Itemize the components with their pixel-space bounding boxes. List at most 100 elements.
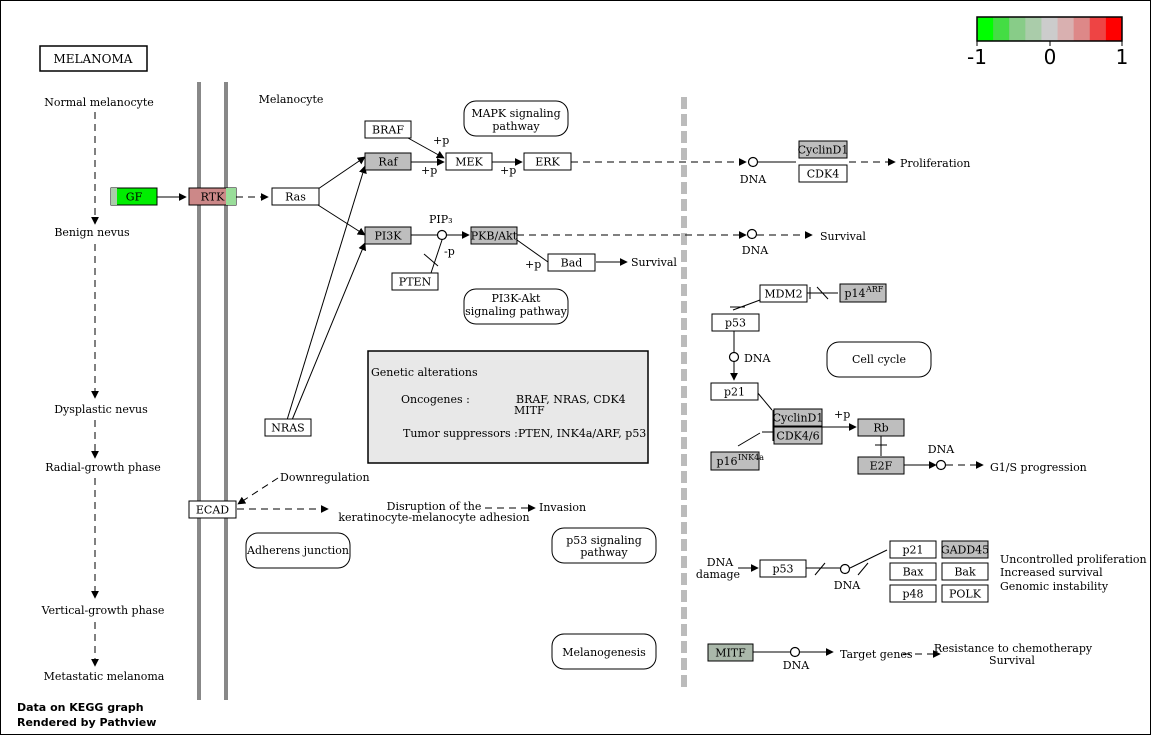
gene-node-p53_dmg[interactable]: p53 [759, 559, 807, 578]
gene-node-box [547, 253, 596, 272]
gene-label: ERK [535, 156, 560, 169]
gene-node-gf[interactable]: GF [110, 187, 158, 206]
gene-node-raf[interactable]: Raf [364, 152, 412, 171]
melanogenesis-pathway-link[interactable]: Melanogenesis [551, 633, 657, 670]
gene-node-cyclind1_cc[interactable]: CyclinD1 [773, 408, 824, 427]
gene-label: RTK [201, 191, 225, 204]
gene-node-p21_dmg[interactable]: p21 [889, 540, 937, 559]
gene-label: NRAS [271, 422, 304, 435]
gene-label: E2F [870, 460, 893, 473]
gene-node-p53_cc[interactable]: p53 [711, 313, 760, 332]
gene-node-bad[interactable]: Bad [547, 253, 596, 272]
stage-metastatic: Metastatic melanoma [44, 670, 165, 683]
gene-node-e2f[interactable]: E2F [857, 456, 905, 475]
gene-label: p21 [724, 386, 745, 399]
gene-node-erk[interactable]: ERK [523, 152, 572, 171]
gene-node-bak[interactable]: Bak [941, 562, 989, 581]
gene-node-rb[interactable]: Rb [857, 418, 905, 437]
gene-node-p21_cc[interactable]: p21 [710, 382, 759, 401]
gene-node-box [759, 284, 808, 303]
gene-label: GF [126, 191, 143, 204]
downregulation-label: Downregulation [280, 471, 370, 484]
gene-node-rtk[interactable]: RTK [188, 187, 237, 206]
dna-label: DNA [928, 443, 955, 456]
gene-node-box [889, 584, 937, 603]
gene-node-box [857, 418, 905, 437]
gene-label: PTEN [399, 276, 432, 289]
gene-node-box [941, 540, 989, 559]
gene-node-cyclind1_top[interactable]: CyclinD1 [798, 140, 849, 159]
gene-node-box [710, 451, 760, 471]
gene-node-nras[interactable]: NRAS [264, 418, 312, 437]
gene-node-mdm2[interactable]: MDM2 [759, 284, 808, 303]
gene-node-braf[interactable]: BRAF [364, 120, 412, 139]
edges [157, 137, 984, 658]
legend-color-cell [1089, 17, 1107, 41]
plus-p-label: +p [500, 164, 516, 177]
compound-circles [436, 156, 947, 658]
legend-color-cell [1009, 17, 1026, 41]
gene-node-cdk46[interactable]: CDK4/6 [773, 426, 823, 445]
cell-cycle-pathway-link[interactable]: Cell cycle [826, 341, 932, 378]
gene-node-bax[interactable]: Bax [889, 562, 937, 581]
minus-p-label: -p [444, 245, 455, 258]
gene-node-ras[interactable]: Ras [271, 187, 320, 206]
gene-node-ecad[interactable]: ECAD [188, 500, 237, 519]
gene-node-box [773, 408, 823, 427]
gene-label: Bak [954, 566, 976, 579]
resistance-survival-label: Survival [989, 654, 1035, 667]
gene-node-box [798, 140, 848, 159]
plus-p-label: +p [433, 134, 449, 147]
gene-node-pi3k[interactable]: PI3K [364, 226, 412, 245]
legend-tick-mid: 0 [1044, 45, 1057, 69]
gene-label: Bax [903, 566, 925, 579]
gene-node-mitf[interactable]: MITF [707, 643, 754, 662]
survival-label: Survival [820, 230, 866, 243]
gene-label: CDK4 [807, 168, 839, 181]
gene-label: p53 [725, 317, 746, 330]
gene-node-gadd45[interactable]: GADD45 [941, 540, 989, 559]
gene-node-polk[interactable]: POLK [941, 584, 989, 603]
pi3k-akt-pathway-link[interactable]: PI3K-Akt signaling pathway [463, 288, 569, 325]
gene-label-superscript: ARF [865, 285, 884, 294]
gene-label: p53 [772, 563, 793, 576]
legend-color-cell [1057, 17, 1075, 41]
gene-node-box [470, 226, 518, 245]
pathway-label: pathway [492, 120, 540, 133]
pathway-label: Melanogenesis [562, 646, 646, 659]
dna-damage-label: damage [696, 568, 740, 581]
gene-node-box [271, 187, 320, 206]
oncogenes-label: Oncogenes : [401, 393, 470, 406]
tumor-suppressors-value: PTEN, INK4a/ARF, p53 [518, 427, 646, 440]
legend-tick-max: 1 [1116, 45, 1129, 69]
pathway-label: pathway [580, 546, 628, 559]
gene-label: p21 [902, 544, 923, 557]
gene-node-pkbakt[interactable]: PKB/Akt [470, 226, 518, 245]
proliferation-label: Proliferation [900, 157, 970, 170]
gene-node-p48[interactable]: p48 [889, 584, 937, 603]
title-box: MELANOMA [39, 45, 148, 72]
gene-node-mek[interactable]: MEK [445, 152, 493, 171]
gene-node-box [759, 559, 807, 578]
dna-label: DNA [740, 173, 767, 186]
gene-label: ECAD [196, 504, 229, 517]
pathway-label: p53 signaling [566, 534, 642, 547]
stage-dysplastic-nevus: Dysplastic nevus [54, 403, 148, 416]
stage-benign-nevus: Benign nevus [54, 226, 130, 239]
gene-label: MITF [715, 647, 746, 660]
gene-node-pten[interactable]: PTEN [391, 272, 439, 291]
target-genes-label: Target genes [840, 648, 913, 661]
gene-node-cdk4_top[interactable]: CDK4 [798, 164, 848, 183]
gene-node-box [941, 584, 989, 603]
gene-node-box [773, 426, 823, 445]
pathway-label: Adherens junction [246, 544, 349, 557]
gene-label: POLK [949, 588, 982, 601]
p53-pathway-link[interactable]: p53 signaling pathway [551, 527, 657, 564]
disruption-label: keratinocyte-melanocyte adhesion [338, 511, 529, 524]
gene-node-box [707, 643, 754, 662]
mapk-pathway-link[interactable]: MAPK signaling pathway [463, 100, 569, 137]
adherens-junction-pathway-link[interactable]: Adherens junction [245, 532, 351, 569]
